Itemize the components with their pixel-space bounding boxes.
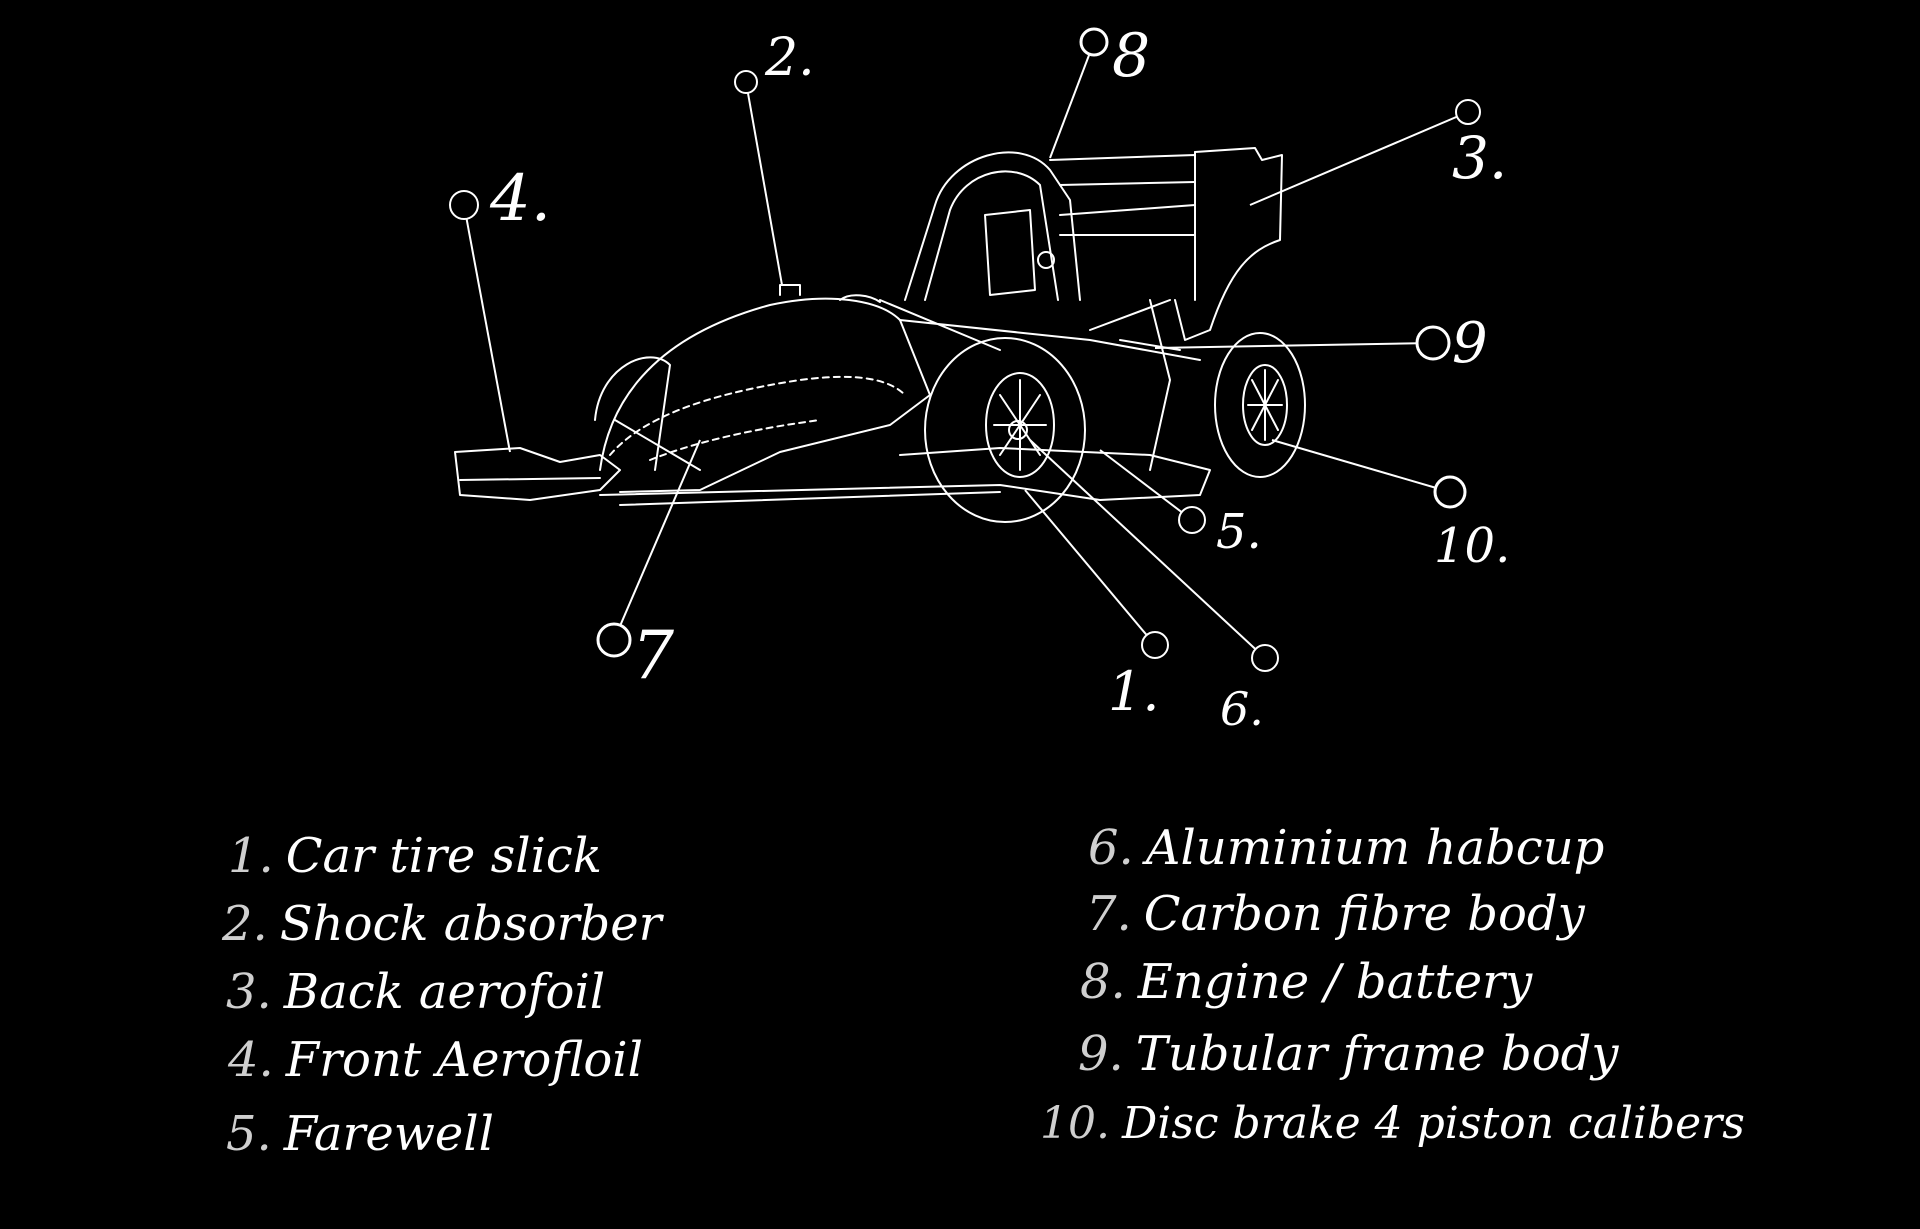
callout-number-1: 1. xyxy=(1108,660,1160,723)
race-car-diagram: 1. 2. 3. 4. 5. 6. 7 8 9 10. xyxy=(449,21,1510,736)
legend-label: Farewell xyxy=(283,1106,495,1162)
legend-item-1: 1.Car tire slick xyxy=(228,832,602,880)
legend-label: Shock absorber xyxy=(279,896,662,952)
callout-number-9: 9 xyxy=(1452,311,1488,376)
legend-label: Front Aerofloil xyxy=(285,1032,643,1088)
suspension-arms xyxy=(879,299,1201,361)
callout-number-8: 8 xyxy=(1112,21,1150,91)
legend-number: 7. xyxy=(1086,886,1132,942)
legend-number: 4. xyxy=(228,1032,274,1088)
legend-label: Car tire slick xyxy=(285,828,602,884)
legend-item-7: 7.Carbon fibre body xyxy=(1086,890,1585,938)
legend-label: Back aerofoil xyxy=(283,964,606,1020)
front-right-wheel xyxy=(924,337,1086,523)
legend-number: 9. xyxy=(1078,1026,1124,1082)
legend-item-6: 6.Aluminium habcup xyxy=(1088,824,1604,872)
legend-item-4: 4.Front Aerofloil xyxy=(228,1036,643,1084)
legend-item-3: 3.Back aerofoil xyxy=(226,968,605,1016)
front-wing-outline xyxy=(454,447,621,501)
callout-marker-3 xyxy=(1249,99,1481,206)
legend-label: Tubular frame body xyxy=(1135,1026,1619,1082)
legend-number: 1. xyxy=(228,828,274,884)
callout-marker-6 xyxy=(1029,439,1279,672)
callout-number-6: 6. xyxy=(1220,682,1264,736)
callout-marker-5 xyxy=(1099,449,1206,534)
legend-number: 10. xyxy=(1040,1098,1110,1149)
callout-marker-8 xyxy=(1049,27,1109,159)
legend-number: 5. xyxy=(226,1106,272,1162)
legend-number: 3. xyxy=(226,964,272,1020)
legend-item-10: 10.Disc brake 4 piston calibers xyxy=(1040,1102,1745,1146)
legend-item-5: 5.Farewell xyxy=(226,1110,494,1158)
callout-marker-2 xyxy=(734,70,783,286)
callout-marker-7 xyxy=(596,439,701,658)
callout-number-10: 10. xyxy=(1434,518,1510,574)
callout-number-7: 7 xyxy=(632,617,674,694)
front-left-wheel xyxy=(594,356,671,471)
floor-outline xyxy=(599,447,1211,501)
callout-numbers: 1. 2. 3. 4. 5. 6. 7 8 9 10. xyxy=(489,21,1510,736)
legend-item-8: 8.Engine / battery xyxy=(1080,958,1532,1006)
callout-marker-1 xyxy=(1024,489,1169,659)
roll-hoop xyxy=(904,151,1081,301)
rear-right-hubcap xyxy=(1242,364,1288,446)
leader-lines xyxy=(449,27,1481,672)
callout-marker-10 xyxy=(1271,439,1467,509)
callout-number-4: 4. xyxy=(489,162,551,236)
legend-number: 8. xyxy=(1080,954,1126,1010)
legend-label: Engine / battery xyxy=(1137,954,1533,1010)
legend-number: 2. xyxy=(222,896,268,952)
legend-label: Carbon fibre body xyxy=(1143,886,1585,942)
car-outline xyxy=(454,147,1306,523)
legend-number: 6. xyxy=(1088,820,1134,876)
legend-item-9: 9.Tubular frame body xyxy=(1078,1030,1619,1078)
callout-number-3: 3. xyxy=(1452,124,1507,192)
body-outline xyxy=(599,297,931,493)
callout-number-2: 2. xyxy=(764,28,815,88)
legend-label: Aluminium habcup xyxy=(1145,820,1605,876)
legend-label: Disc brake 4 piston calibers xyxy=(1121,1098,1745,1149)
front-right-hubcap xyxy=(985,372,1055,478)
callout-marker-4 xyxy=(449,190,511,453)
rear-right-wheel xyxy=(1214,332,1306,478)
rear-wing-outline xyxy=(1174,147,1283,341)
callout-marker-9 xyxy=(1154,325,1451,361)
callout-number-5: 5. xyxy=(1216,504,1262,560)
shock-absorber-outline xyxy=(779,284,801,296)
legend-item-2: 2.Shock absorber xyxy=(222,900,662,948)
seat-outline xyxy=(984,209,1036,296)
